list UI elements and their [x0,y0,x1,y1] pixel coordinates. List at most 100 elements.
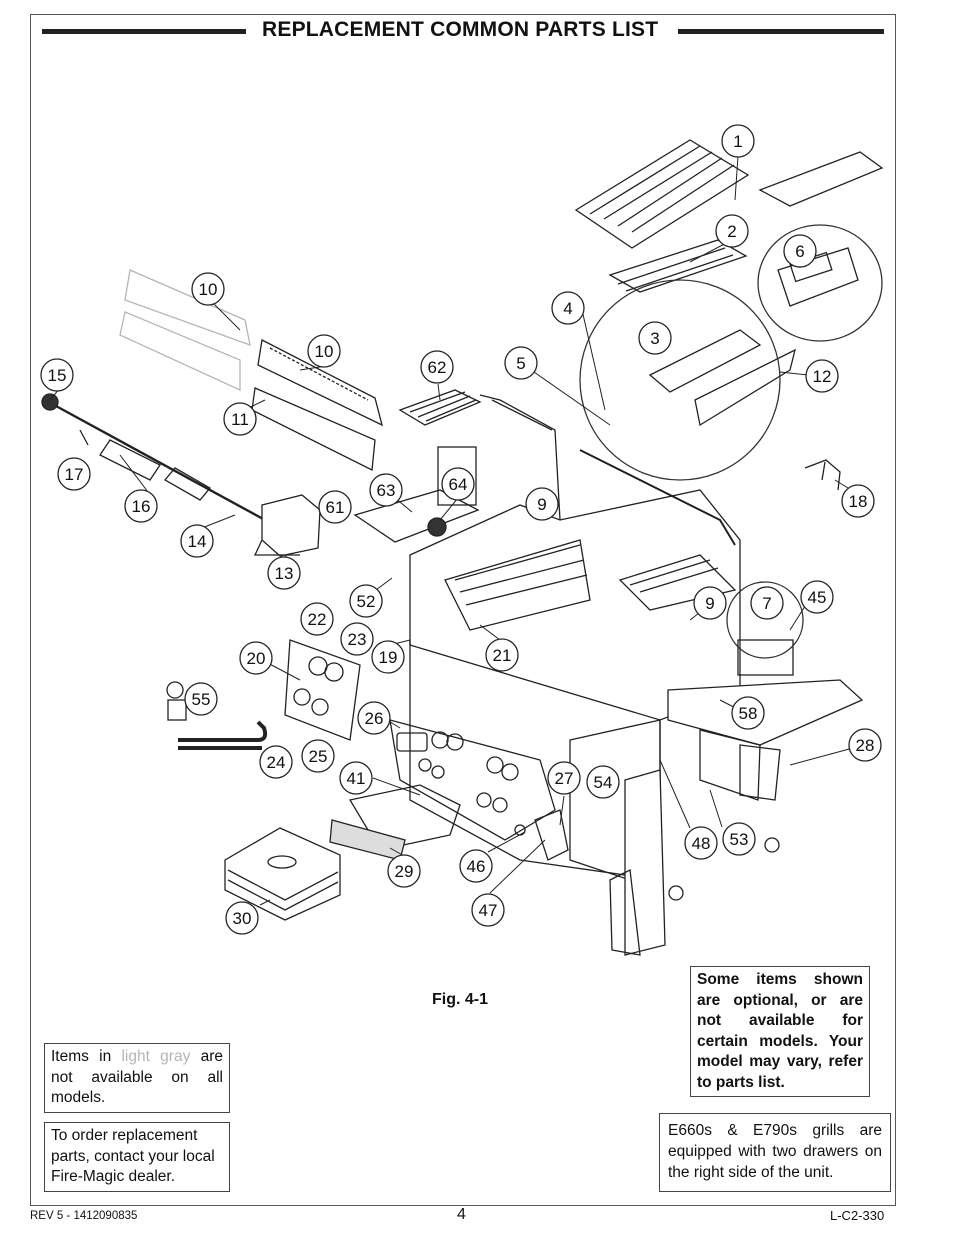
document-code: L-C2-330 [830,1208,885,1223]
callout-label: 41 [347,769,366,788]
callout-label: 3 [650,329,659,348]
callout-62 [420,350,454,384]
callout-41 [339,761,373,795]
callout-53 [722,822,756,856]
callout-4 [551,291,585,325]
callout-label: 54 [594,773,613,792]
callout-11 [223,402,257,436]
callout-29 [387,854,421,888]
callout-64 [441,467,475,501]
page-title: REPLACEMENT COMMON PARTS LIST [262,18,659,41]
callout-5 [504,346,538,380]
callout-26 [357,701,391,735]
order-parts-note: To order replacement parts, contact your… [44,1122,230,1192]
callout-label: 22 [308,610,327,629]
callout-45 [800,580,834,614]
callout-61 [318,490,352,524]
callout-label: 62 [428,358,447,377]
callout-label: 12 [813,367,832,386]
grill-drawing [41,139,884,956]
callout-label: 17 [65,465,84,484]
callout-22 [300,602,334,636]
header-rule-left [42,29,246,34]
callout-label: 6 [795,242,804,261]
callout-label: 9 [705,594,714,613]
callout-12 [805,359,839,393]
callout-17 [57,457,91,491]
note-text: are not available on all models. [51,1048,223,1106]
callout-label: 30 [233,909,252,928]
callout-7 [750,586,784,620]
callout-label: 1 [733,132,742,151]
callout-label: 9 [537,495,546,514]
callout-25 [301,739,335,773]
callout-label: 21 [493,646,512,665]
callout-23 [340,622,374,656]
callout-label: 19 [379,648,398,667]
callout-label: 58 [739,704,758,723]
callout-18 [841,484,875,518]
callout-14 [180,524,214,558]
callout-9a [525,487,559,521]
callout-label: 11 [231,410,249,429]
callout-label: 45 [808,588,827,607]
callout-label: 63 [377,481,396,500]
callout-label: 10 [315,342,334,361]
callout-label: 64 [449,475,468,494]
page-number: 4 [457,1206,466,1223]
callout-label: 4 [563,299,572,318]
callout-label: 18 [849,492,868,511]
callout-label: 10 [199,280,218,299]
callout-52 [349,584,383,618]
callout-label: 25 [309,747,328,766]
callout-10b [307,334,341,368]
callout-58 [731,696,765,730]
callout-label: 2 [727,222,736,241]
figure-caption: Fig. 4-1 [432,991,489,1008]
callout-46 [459,849,493,883]
callout-label: 20 [247,649,266,668]
callout-19 [371,640,405,674]
callout-label: 27 [555,769,574,788]
note-text: Items in [51,1048,112,1065]
callout-30 [225,901,259,935]
callout-1 [721,124,755,158]
callout-47 [471,893,505,927]
callout-numbers: 1 2 3 4 5 6 7 9 9 10 10 11 12 13 14 15 1… [48,132,875,928]
callout-9b [693,586,727,620]
callout-16 [124,489,158,523]
callout-label: 47 [479,901,498,920]
callout-label: 13 [275,564,294,583]
callout-label: 5 [516,354,525,373]
optional-items-note: Some items shown are optional, or are no… [690,966,870,1097]
callout-label: 46 [467,857,486,876]
callout-54 [586,765,620,799]
light-gray-note: Items in light gray are not available on… [44,1043,230,1113]
callout-label: 26 [365,709,384,728]
callout-label: 55 [192,690,211,709]
drawers-note: E660s & E790s grills are equipped with t… [659,1113,891,1192]
callout-55 [184,682,218,716]
callout-label: 48 [692,834,711,853]
callout-20 [239,641,273,675]
callout-15 [40,358,74,392]
callout-label: 7 [762,594,771,613]
callout-28 [848,728,882,762]
callout-2 [715,214,749,248]
callout-10a [191,272,225,306]
callout-48 [684,826,718,860]
callout-circles [40,124,882,935]
callout-63 [369,473,403,507]
callout-label: 29 [395,862,414,881]
callout-label: 15 [48,366,67,385]
callout-label: 14 [188,532,207,551]
light-gray-term: light gray [121,1048,191,1065]
callout-label: 16 [132,497,151,516]
revision-code: REV 5 - 1412090835 [30,1210,138,1222]
callout-27 [547,761,581,795]
page-header: REPLACEMENT COMMON PARTS LIST [42,16,884,46]
callout-6 [783,234,817,268]
callout-21 [485,638,519,672]
page-frame [30,14,896,1206]
